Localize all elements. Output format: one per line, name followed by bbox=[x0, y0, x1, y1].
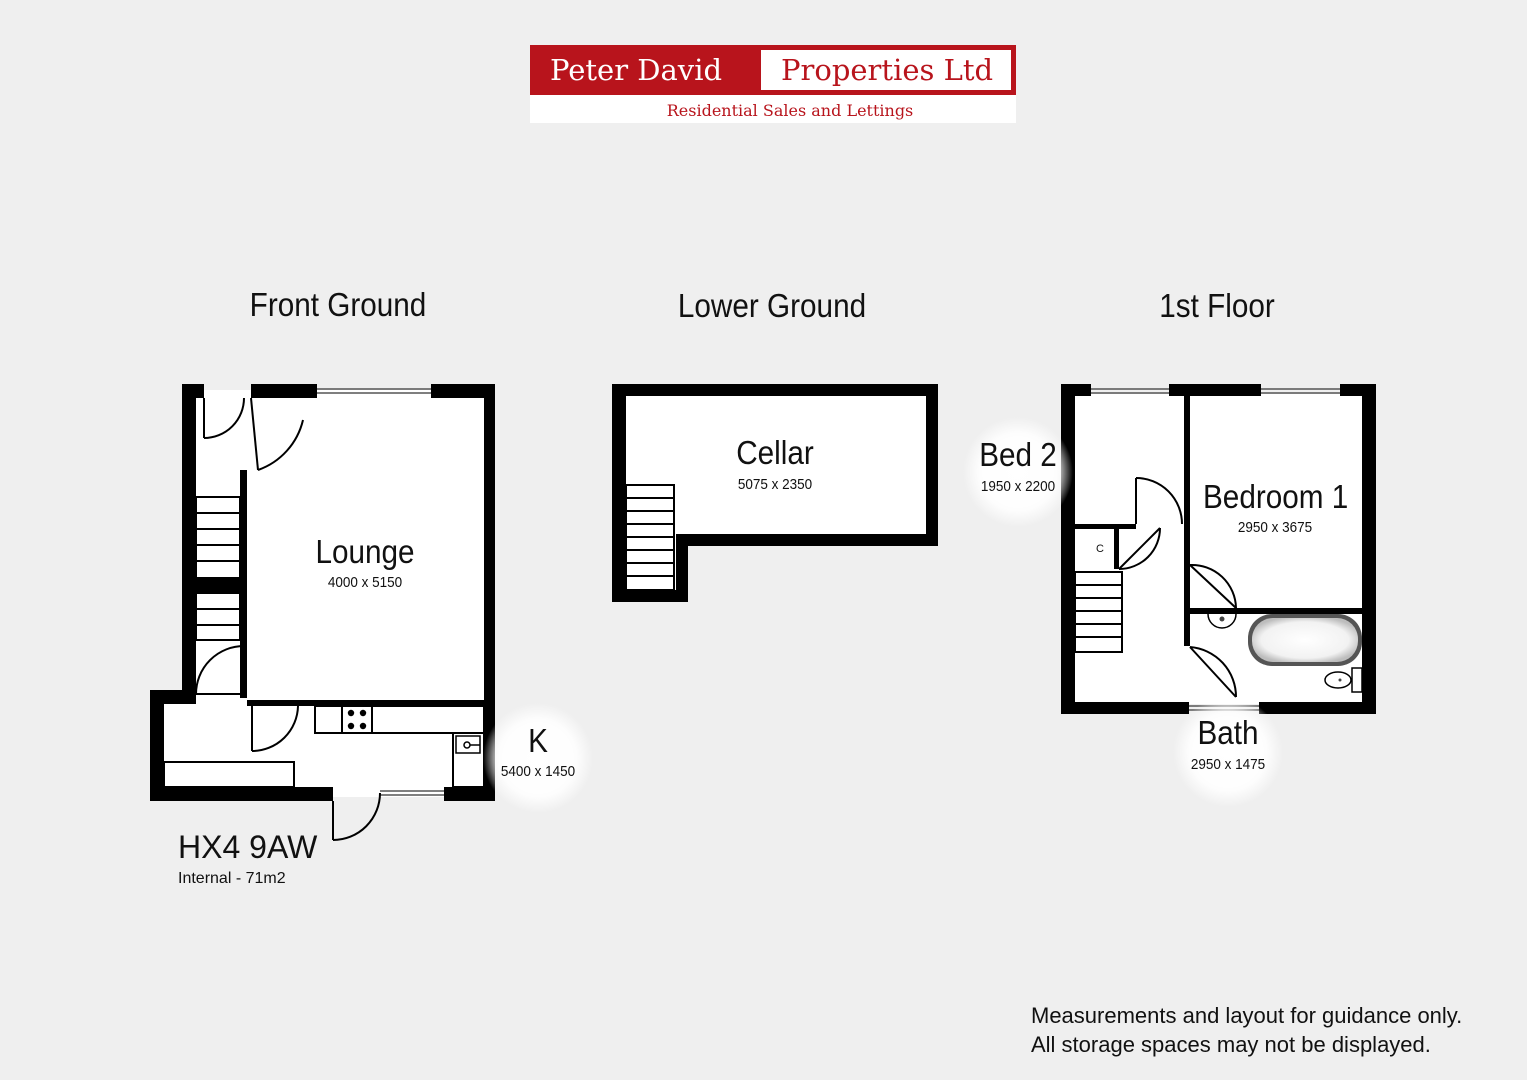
bathroom-fixtures bbox=[1207, 613, 1363, 693]
front-ground-doors bbox=[195, 397, 381, 841]
front-ground-stairs bbox=[195, 496, 241, 641]
room-name-bedroom1: Bedroom 1 bbox=[1203, 478, 1349, 515]
front-ground-windows bbox=[317, 388, 444, 796]
room-name-cellar: Cellar bbox=[736, 434, 814, 471]
first-floor-doors bbox=[1118, 477, 1238, 698]
first-floor-plan bbox=[1061, 384, 1376, 714]
floor-title-first-floor: 1st Floor bbox=[1159, 287, 1275, 324]
stair-landing bbox=[196, 577, 240, 593]
room-name-cupboard: C bbox=[1096, 543, 1104, 555]
disclaimer-line-2: All storage spaces may not be displayed. bbox=[1031, 1032, 1431, 1057]
label-highlights bbox=[483, 417, 1283, 813]
room-dims-bed2: 1950 x 2200 bbox=[980, 478, 1056, 495]
room-dims-cellar: 5075 x 2350 bbox=[737, 476, 813, 493]
room-dims-lounge: 4000 x 5150 bbox=[327, 574, 403, 591]
disclaimer: Measurements and layout for guidance onl… bbox=[1031, 1001, 1462, 1059]
front-ground-walls bbox=[150, 384, 495, 801]
floor-title-front-ground: Front Ground bbox=[249, 286, 427, 323]
company-logo: Peter David Properties Ltd Residential S… bbox=[530, 45, 1016, 123]
floor-title-lower-ground: Lower Ground bbox=[677, 287, 867, 324]
lower-ground-floor bbox=[622, 394, 930, 593]
room-name-kitchen: K bbox=[528, 722, 548, 759]
logo-company: Properties Ltd bbox=[781, 53, 994, 87]
lower-ground-plan bbox=[612, 384, 938, 602]
logo-company-box: Properties Ltd bbox=[761, 50, 1011, 90]
room-name-bath: Bath bbox=[1197, 714, 1259, 751]
logo-tagline: Residential Sales and Lettings bbox=[666, 101, 914, 120]
first-floor-stairs bbox=[1074, 571, 1123, 653]
room-dims-bath: 2950 x 1475 bbox=[1190, 756, 1266, 773]
room-name-lounge: Lounge bbox=[315, 533, 415, 570]
cellar-stairs bbox=[625, 484, 675, 591]
disclaimer-line-1: Measurements and layout for guidance onl… bbox=[1031, 1003, 1463, 1028]
room-name-bed2: Bed 2 bbox=[979, 436, 1057, 473]
room-dims-bedroom1: 2950 x 3675 bbox=[1237, 519, 1313, 536]
lower-ground-walls bbox=[612, 384, 938, 602]
property-postcode: HX4 9AW bbox=[178, 829, 318, 865]
logo-name: Peter David bbox=[550, 53, 723, 87]
kitchen-sink bbox=[455, 735, 481, 754]
property-internal-area: Internal - 71m2 bbox=[178, 870, 286, 887]
room-dims-kitchen: 5400 x 1450 bbox=[500, 763, 576, 780]
front-ground-plan bbox=[150, 384, 495, 841]
logo-red-band: Peter David Properties Ltd bbox=[530, 45, 1016, 95]
hob-rings bbox=[347, 709, 367, 730]
